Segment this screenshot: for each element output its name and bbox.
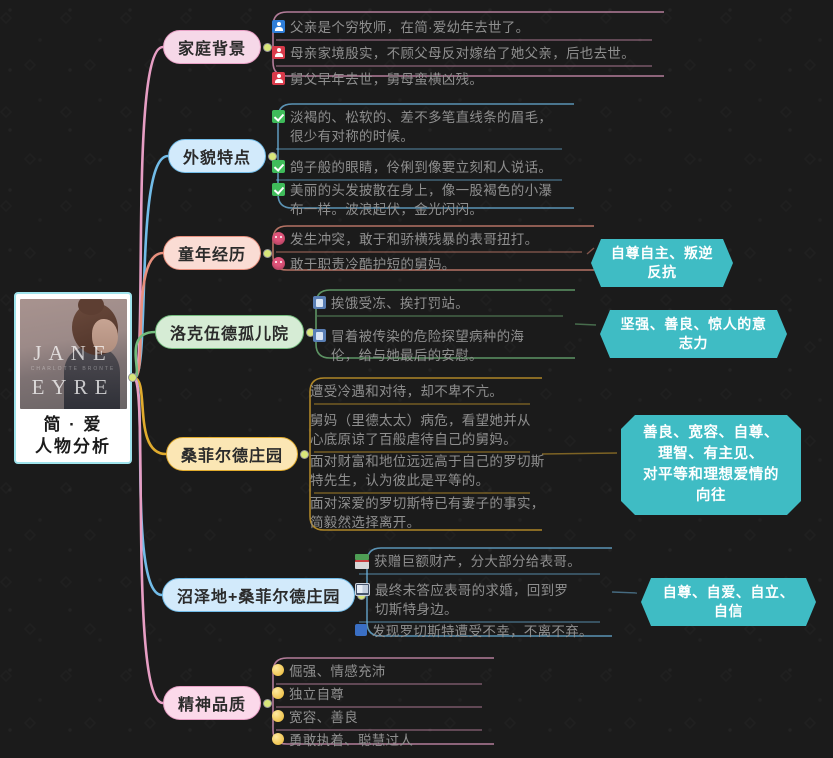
check-icon [272,110,285,123]
branch-node-marsh-thornfield[interactable]: 沼泽地+桑菲尔德庄园 [162,578,356,612]
branch-label: 精神品质 [178,697,247,714]
leaf-item[interactable]: 发现罗切斯特遭受不幸，不离不弃。 [355,622,620,641]
branch-collapse-knob-spiritual-qualities[interactable] [263,698,272,708]
center-title: 简 · 爱 人物分析 [35,414,111,458]
leaf-text: 淡褐的、松软的、差不多笔直线条的眉毛， 很少有对称的时候。 [290,110,553,144]
branch-node-lowood-orphanage[interactable]: 洛克伍德孤儿院 [155,315,305,349]
leaf-item[interactable]: 舅父早年去世，舅母蛮横凶残。 [272,70,672,89]
check-icon [272,183,285,196]
branch-node-family-background[interactable]: 家庭背景 [163,30,262,64]
doc-icon [313,296,326,309]
leaf-text: 遭受冷遇和对待，却不卑不亢。 [310,384,504,399]
leaf-text: 勇敢执着、聪慧过人 [289,733,414,748]
branch-node-appearance[interactable]: 外貌特点 [168,139,267,173]
cover-figure-face [91,319,118,353]
leaf-text: 冒着被传染的危险探望病种的海 伦，给与她最后的安慰。 [331,329,525,363]
leaf-item[interactable]: 独立自尊 [272,685,502,704]
leaf-text: 独立自尊 [289,687,345,702]
leaf-text: 获赠巨额财产，分大部分给表哥。 [374,554,581,569]
face-icon [272,257,285,270]
dot-icon [272,710,284,722]
leaf-text: 最终未答应表哥的求婚，回到罗 切斯特身边。 [375,583,569,617]
branch-label: 桑菲尔德庄园 [181,448,284,465]
branch-label: 外貌特点 [183,150,252,167]
center-title-line1: 简 · 爱 [43,415,103,434]
leaf-item[interactable]: 敢于职责冷酷护短的舅妈。 [272,255,602,274]
cover-figure-bun [77,299,104,315]
leaf-item[interactable]: 挨饿受冻、挨打罚站。 [313,294,583,313]
branch-label: 洛克伍德孤儿院 [170,326,290,343]
square-icon [355,624,367,636]
leaf-item[interactable]: 倔强、情感充沛 [272,662,502,681]
branch-collapse-knob-thornfield[interactable] [300,449,309,459]
branch-node-childhood[interactable]: 童年经历 [163,236,262,270]
leaf-item[interactable]: 面对财富和地位远远高于自己的罗切斯 特先生，认为彼此是平等的。 [310,452,550,490]
leaf-item[interactable]: 获赠巨额财产，分大部分给表哥。 [355,552,620,571]
trait-badge-lowood-orphanage[interactable]: 坚强、善良、惊人的意志力 [600,310,787,358]
leaf-item[interactable]: 舅妈（里德太太）病危，看望她并从 心底原谅了百般虐待自己的舅妈。 [310,411,550,449]
leaf-text: 鸽子般的眼睛，伶俐到像要立刻和人说话。 [290,160,553,175]
leaf-text: 面对深爱的罗切斯特已有妻子的事实， 简毅然选择离开。 [310,496,545,530]
leaf-text: 舅父早年去世，舅母蛮横凶残。 [290,72,484,87]
check-icon [272,160,285,173]
branch-node-thornfield[interactable]: 桑菲尔德庄园 [166,437,299,471]
leaf-text: 舅妈（里德太太）病危，看望她并从 心底原谅了百般虐待自己的舅妈。 [310,413,531,447]
leaf-text: 挨饿受冻、挨打罚站。 [331,296,469,311]
leaf-text: 母亲家境殷实，不顾父母反对嫁给了她父亲，后也去世。 [290,46,635,61]
cover-title-jane: JANE [33,341,113,365]
person-blue-icon [272,20,285,33]
leaf-item[interactable]: 面对深爱的罗切斯特已有妻子的事实， 简毅然选择离开。 [310,494,550,532]
book-cover-image: JANE CHARLOTTE BRONTE EYRE [19,299,127,409]
face-icon [272,232,285,245]
leaf-item[interactable]: 美丽的头发披散在身上，像一股褐色的小瀑 布一样。波浪起伏，金光闪闪。 [272,181,582,219]
trait-badge-marsh-thornfield[interactable]: 自尊、自爱、自立、自信 [641,578,816,626]
leaf-item[interactable]: 最终未答应表哥的求婚，回到罗 切斯特身边。 [355,581,620,619]
leaf-item[interactable]: 发生冲突，敢于和骄横残暴的表哥扭打。 [272,230,602,249]
center-title-line2: 人物分析 [35,437,111,456]
branch-node-spiritual-qualities[interactable]: 精神品质 [163,686,262,720]
dot-icon [272,664,284,676]
doc-icon [313,329,326,342]
leaf-text: 敢于职责冷酷护短的舅妈。 [290,257,456,272]
leaf-text: 宽容、善良 [289,710,358,725]
dot-icon [272,733,284,745]
leaf-text: 父亲是个穷牧师，在简·爱幼年去世了。 [290,20,530,35]
cover-title-eyre: EYRE [31,375,115,399]
leaf-text: 倔强、情感充沛 [289,664,386,679]
branch-label: 沼泽地+桑菲尔德庄园 [177,589,341,606]
leaf-item[interactable]: 宽容、善良 [272,708,502,727]
leaf-item[interactable]: 鸽子般的眼睛，伶俐到像要立刻和人说话。 [272,158,582,177]
leaf-text: 发现罗切斯特遭受不幸，不离不弃。 [372,624,593,639]
leaf-item[interactable]: 冒着被传染的危险探望病种的海 伦，给与她最后的安慰。 [313,327,583,365]
books-icon [355,554,369,569]
branch-label: 童年经历 [178,247,247,264]
center-collapse-knob[interactable] [128,373,137,382]
trait-badge-childhood[interactable]: 自尊自主、叛逆反抗 [591,239,733,287]
branch-collapse-knob-family-background[interactable] [263,42,272,52]
person-red-icon [272,46,285,59]
leaf-item[interactable]: 勇敢执着、聪慧过人 [272,731,502,750]
window-icon [355,583,370,596]
cover-figure-body [63,347,120,409]
leaf-item[interactable]: 母亲家境殷实，不顾父母反对嫁给了她父亲，后也去世。 [272,44,672,63]
leaf-text: 面对财富和地位远远高于自己的罗切斯 特先生，认为彼此是平等的。 [310,454,545,488]
leaf-text: 美丽的头发披散在身上，像一股褐色的小瀑 布一样。波浪起伏，金光闪闪。 [290,183,553,217]
leaf-item[interactable]: 父亲是个穷牧师，在简·爱幼年去世了。 [272,18,672,37]
dot-icon [272,687,284,699]
cover-subtitle: CHARLOTTE BRONTE [30,366,116,372]
person-red-icon [272,72,285,85]
center-node[interactable]: JANE CHARLOTTE BRONTE EYRE 简 · 爱 人物分析 [14,292,132,464]
trait-badge-thornfield[interactable]: 善良、宽容、自尊、 理智、有主见、 对平等和理想爱情的向往 [621,415,801,515]
leaf-item[interactable]: 遭受冷遇和对待，却不卑不亢。 [310,382,550,401]
branch-label: 家庭背景 [178,41,247,58]
leaf-item[interactable]: 淡褐的、松软的、差不多笔直线条的眉毛， 很少有对称的时候。 [272,108,582,146]
branch-collapse-knob-childhood[interactable] [263,248,272,258]
leaf-text: 发生冲突，敢于和骄横残暴的表哥扭打。 [290,232,539,247]
